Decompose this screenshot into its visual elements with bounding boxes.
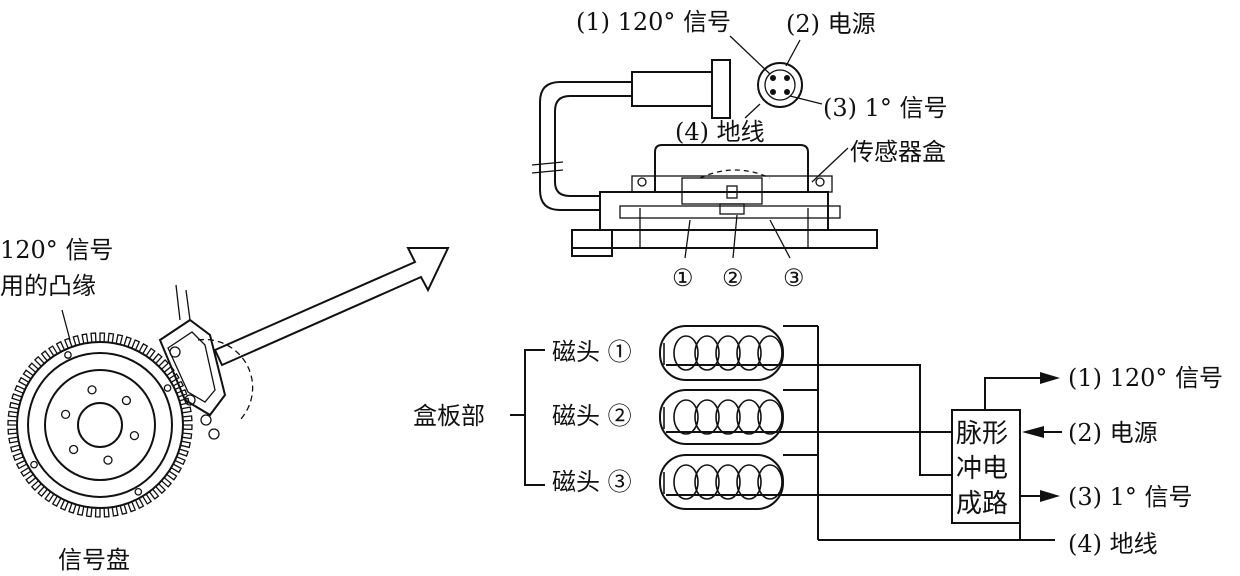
cam-flange-dot	[30, 460, 38, 469]
disc-label: 信号盘	[58, 546, 130, 574]
disc-center-hole	[77, 402, 123, 448]
cam-flange-dot	[134, 487, 143, 496]
head-1-label: 磁头 ①	[552, 338, 632, 366]
cam-flanges	[30, 351, 172, 496]
cam-label-line2: 用的凸缘	[0, 272, 96, 300]
coil-loop	[736, 335, 762, 371]
circuit-diagram	[510, 325, 1062, 541]
coil-frame-1	[659, 325, 784, 381]
circuit-box-text-1: 脉形	[956, 419, 1008, 449]
coil-loop	[757, 335, 783, 371]
circuit-box-text-3: 成路	[956, 489, 1008, 519]
coil-frame-2	[659, 389, 784, 445]
gear-teeth	[7, 332, 193, 518]
disc-hub-ring	[44, 369, 156, 481]
bolt-holes	[60, 385, 140, 465]
marker-3: ③	[783, 264, 805, 292]
cam-pointer-line	[61, 309, 71, 341]
pin1-label: (1) 120° 信号	[576, 8, 731, 36]
bolt-hole	[87, 385, 97, 395]
signal-disc	[7, 332, 193, 518]
cam-flange-dot	[64, 351, 72, 359]
marker-1: ①	[672, 264, 694, 292]
coil-loop	[673, 335, 699, 371]
bolt-hole	[103, 455, 113, 465]
coil-loop	[673, 464, 699, 500]
group-label: 盒板部	[413, 402, 485, 430]
coil-loop	[715, 464, 741, 500]
coil-loop	[694, 335, 720, 371]
bolt-hole	[129, 430, 140, 441]
head-2-label: 磁头 ②	[552, 402, 632, 430]
gear-teeth-outline	[7, 332, 193, 518]
output-3-label: (3) 1° 信号	[1068, 483, 1193, 511]
circuit-box-text-2: 冲电	[956, 454, 1008, 484]
connector-face	[757, 62, 803, 108]
coil-loop	[736, 399, 762, 435]
coil-loop	[694, 399, 720, 435]
coil-loop	[757, 464, 783, 500]
cam-flange-dot	[163, 384, 172, 392]
pin2-label: (2) 电源	[786, 10, 876, 38]
output-1-label: (1) 120° 信号	[1068, 364, 1223, 392]
coil-loop	[715, 399, 741, 435]
disc-inner-ring	[27, 352, 173, 498]
coil-loop	[694, 464, 720, 500]
output-4-label: (4) 地线	[1068, 530, 1158, 558]
sensor-box-label: 传感器盒	[850, 138, 946, 166]
sensor-bracket	[158, 284, 254, 440]
coil-loop	[736, 464, 762, 500]
coil-loop	[715, 335, 741, 371]
bolt-hole	[68, 444, 79, 455]
head-3-label: 磁头 ③	[552, 468, 632, 496]
coil-frame-3	[659, 454, 784, 510]
marker-2: ②	[722, 264, 744, 292]
disc-rim	[16, 341, 184, 509]
cam-label-line1: 120° 信号	[0, 236, 113, 264]
coil-loop	[757, 399, 783, 435]
bolt-hole	[60, 409, 71, 420]
coil-loop	[673, 399, 699, 435]
pin3-label: (3) 1° 信号	[823, 94, 948, 122]
bolt-hole	[121, 395, 132, 406]
output-2-label: (2) 电源	[1068, 419, 1158, 447]
sensor-assembly	[531, 35, 878, 259]
coils	[663, 335, 783, 500]
pin4-label: (4) 地线	[675, 118, 765, 146]
zoom-arrow	[213, 247, 450, 367]
